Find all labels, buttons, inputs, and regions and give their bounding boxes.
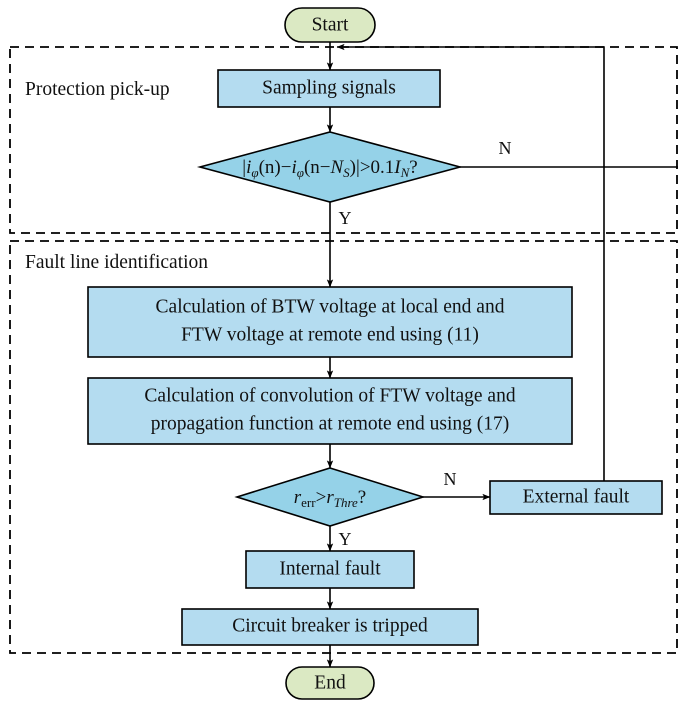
formula-part-gt01: >0.1 xyxy=(360,157,394,178)
decision-current-threshold-formula: |iφ(n)−iφ(n−NS)|>0.1IN? xyxy=(242,157,417,180)
formula-part-n1: (n) xyxy=(259,157,281,178)
internal-fault-label: Internal fault xyxy=(279,558,381,579)
ratio-part-r1: r xyxy=(294,487,302,508)
branch-label-pickup-no: N xyxy=(499,138,512,158)
formula-part-close: )| xyxy=(350,157,360,178)
decision-ratio-threshold-formula: rerr>rThre? xyxy=(294,487,366,510)
formula-part-minus2: − xyxy=(320,157,331,178)
formula-part-abs-open: | xyxy=(242,157,246,178)
connector-feedback-to-start-line xyxy=(336,43,605,167)
start-terminator xyxy=(284,7,376,43)
formula-part-S: S xyxy=(343,165,350,180)
decision-ratio-threshold xyxy=(234,467,426,527)
formula-part-N: N xyxy=(329,157,344,178)
process-external-fault xyxy=(489,480,663,515)
formula-part-IN-sub: N xyxy=(400,165,411,180)
formula-part-phi2: φ xyxy=(297,165,304,180)
process-internal-fault xyxy=(245,550,415,589)
end-label: End xyxy=(314,672,346,693)
formula-part-question: ? xyxy=(409,157,417,178)
ratio-part-gt: > xyxy=(316,487,327,508)
process-sampling-signals xyxy=(217,69,441,108)
ratio-part-err: err xyxy=(301,495,316,510)
branch-label-ratio-yes: Y xyxy=(339,529,352,549)
calc-btw-line1: Calculation of BTW voltage at local end … xyxy=(156,296,505,317)
process-calc-btw-ftw xyxy=(87,286,573,358)
external-fault-label: External fault xyxy=(523,486,630,507)
group-frame-fault-line-identification xyxy=(9,240,678,654)
ratio-part-r2: r xyxy=(326,487,334,508)
calc-btw-line2: FTW voltage at remote end using (11) xyxy=(181,324,479,345)
calc-conv-line1: Calculation of convolution of FTW voltag… xyxy=(144,385,515,406)
formula-part-n2: (n xyxy=(304,157,320,178)
ratio-part-thre: Thre xyxy=(334,495,358,510)
formula-part-I: I xyxy=(393,157,402,178)
start-label: Start xyxy=(312,14,349,35)
formula-part-i2: i xyxy=(291,157,296,178)
decision-current-threshold xyxy=(196,131,464,203)
formula-part-phi1: φ xyxy=(251,165,258,180)
process-circuit-breaker-tripped xyxy=(181,608,479,646)
calc-conv-line2: propagation function at remote end using… xyxy=(151,413,509,434)
group-label-protection-pickup: Protection pick-up xyxy=(25,79,170,100)
formula-part-i1: i xyxy=(246,157,251,178)
branch-label-pickup-yes: Y xyxy=(339,208,352,228)
process-calc-convolution xyxy=(87,377,573,445)
branch-label-ratio-no: N xyxy=(444,469,457,489)
formula-part-minus1: − xyxy=(281,157,292,178)
circuit-breaker-label: Circuit breaker is tripped xyxy=(232,615,428,636)
group-label-fault-line-identification: Fault line identification xyxy=(25,252,208,273)
sampling-signals-label: Sampling signals xyxy=(262,77,396,98)
ratio-part-question: ? xyxy=(358,487,366,508)
end-terminator xyxy=(285,666,375,700)
